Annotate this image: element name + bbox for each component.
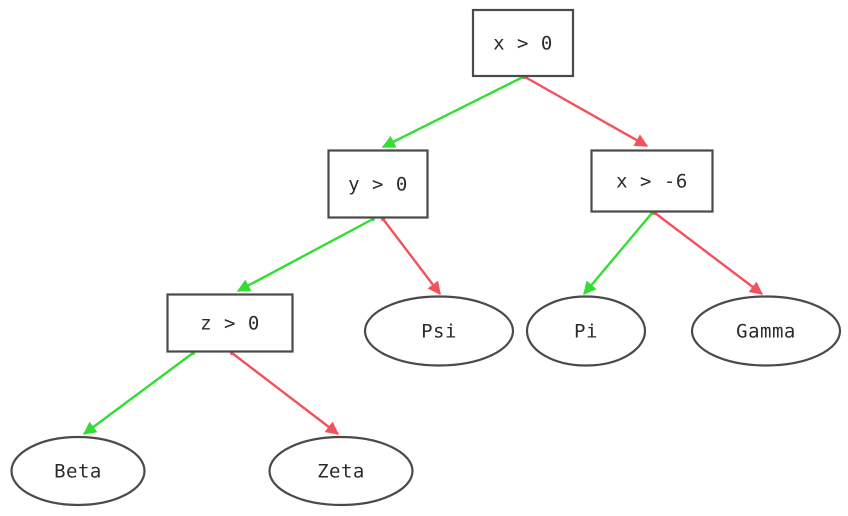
decision-node-shape-root: [471, 8, 575, 78]
node-beta[interactable]: Beta: [10, 435, 146, 507]
node-zeta[interactable]: Zeta: [268, 435, 414, 507]
leaf-node-shape-pi: [525, 295, 647, 367]
leaf-node-shape-psi: [363, 295, 515, 367]
edge-n_y-to-psi-false: [382, 218, 441, 296]
node-pi[interactable]: Pi: [525, 295, 647, 367]
node-label-root: x > 0: [493, 33, 553, 55]
node-label-n_y: y > 0: [348, 174, 408, 196]
edge-n_z-to-zeta-false: [231, 352, 340, 435]
edge-root-to-n_y-true: [381, 75, 524, 149]
decision-node-shape-n_y: [327, 149, 429, 219]
edge-root-to-n_x6-false: [524, 75, 649, 148]
node-gamma[interactable]: Gamma: [690, 295, 842, 367]
leaf-node-shape-beta: [10, 435, 146, 507]
node-psi[interactable]: Psi: [363, 295, 515, 367]
decision-node-shape-n_x6: [590, 149, 714, 213]
leaf-node-shape-zeta: [268, 435, 414, 507]
node-n_x6[interactable]: x > -6: [590, 149, 714, 213]
decision-node-shape-n_z: [166, 293, 294, 353]
edges-layer: [82, 74, 764, 435]
node-root[interactable]: x > 0: [471, 8, 575, 78]
node-n_y[interactable]: y > 0: [327, 149, 429, 219]
edge-n_x6-to-pi-true: [583, 212, 653, 296]
node-label-psi: Psi: [421, 321, 457, 343]
node-label-n_x6: x > -6: [616, 171, 688, 193]
edge-n_z-to-beta-true: [82, 352, 194, 435]
node-label-pi: Pi: [574, 321, 598, 343]
edge-n_y-to-n_z-true: [236, 217, 374, 293]
node-n_z[interactable]: z > 0: [166, 293, 294, 353]
node-label-gamma: Gamma: [736, 321, 796, 343]
edge-n_x6-to-gamma-false: [654, 212, 764, 295]
leaf-node-shape-gamma: [690, 295, 842, 367]
node-label-beta: Beta: [54, 461, 102, 483]
node-label-n_z: z > 0: [200, 313, 260, 335]
node-label-zeta: Zeta: [317, 461, 365, 483]
